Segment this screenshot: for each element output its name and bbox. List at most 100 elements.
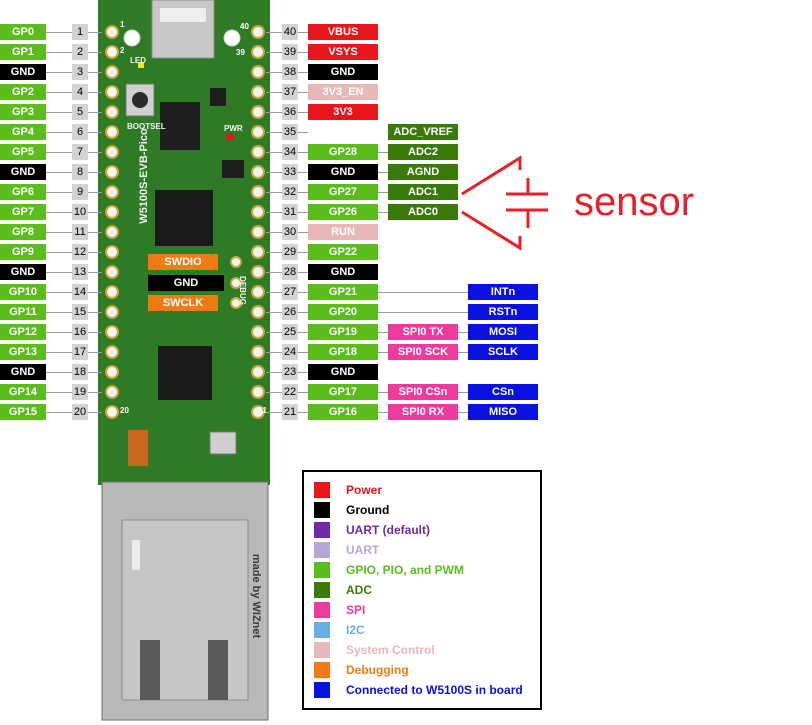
pin-label-left: GND: [0, 164, 46, 180]
pin-number: 17: [72, 344, 88, 360]
pin-leader-line: [298, 332, 308, 333]
pin-leader-line: [458, 292, 468, 293]
pin-label-left: GP4: [0, 124, 46, 140]
pin-number: 23: [282, 364, 298, 380]
pin-leader-line: [266, 172, 282, 173]
pin-leader-line: [46, 332, 72, 333]
pin-leader-line: [88, 272, 102, 273]
pin-number: 3: [72, 64, 88, 80]
pin-label-right: GP20: [308, 304, 378, 320]
pin-number: 12: [72, 244, 88, 260]
pin-label-right: GP19: [308, 324, 378, 340]
pin-leader-line: [46, 172, 72, 173]
pin-label-right: SPI0 RX: [388, 404, 458, 420]
pin-label-left: GND: [0, 64, 46, 80]
legend-swatch: [314, 502, 330, 518]
pin-leader-line: [298, 212, 308, 213]
pin-label-left: GP13: [0, 344, 46, 360]
regulator-icon: [210, 88, 226, 106]
pin-leader-line: [378, 392, 388, 393]
pin-number: 36: [282, 104, 298, 120]
sensor-annotation: sensor: [574, 180, 695, 224]
pin-label-left: GP3: [0, 104, 46, 120]
debug-label: DEBUG: [237, 276, 247, 305]
pin-number: 29: [282, 244, 298, 260]
pin-label-right: ADC0: [388, 204, 458, 220]
legend-swatch: [314, 602, 330, 618]
pin-label-right: GP27: [308, 184, 378, 200]
legend-swatch: [314, 622, 330, 638]
pin-leader-line: [88, 332, 102, 333]
pin-label-right: MISO: [468, 404, 538, 420]
pin-leader-line: [46, 32, 72, 33]
pin-leader-line: [266, 72, 282, 73]
legend-label: I2C: [346, 623, 365, 637]
pin-label-right: INTn: [468, 284, 538, 300]
pin-label-left: GP12: [0, 324, 46, 340]
pin-pad-icon: [251, 385, 265, 399]
pin-label-right: ADC_VREF: [388, 124, 458, 140]
pin-number: 37: [282, 84, 298, 100]
pin-number: 6: [72, 124, 88, 140]
pin-leader-line: [46, 52, 72, 53]
pin-leader-line: [458, 412, 468, 413]
pin-leader-line: [266, 232, 282, 233]
pin-leader-line: [266, 392, 282, 393]
pin-number: 11: [72, 224, 88, 240]
pin-leader-line: [46, 92, 72, 93]
legend-label: Connected to W5100S in board: [346, 683, 523, 697]
led-icon: [138, 62, 144, 68]
pin-number: 13: [72, 264, 88, 280]
pin-label-right: GND: [308, 164, 378, 180]
legend-label: ADC: [346, 583, 372, 597]
maker-label: made by WIZnet: [250, 553, 262, 639]
pin-label-right: GP21: [308, 284, 378, 300]
legend-label: GPIO, PIO, and PWM: [346, 563, 465, 577]
board-name: W5100S-EVB-Pico: [138, 128, 150, 224]
pin-number: 39: [282, 44, 298, 60]
pin-label-left: GP10: [0, 284, 46, 300]
pin-pad-icon: [105, 125, 119, 139]
pin-number: 2: [72, 44, 88, 60]
board-corner-mark: 21: [258, 406, 267, 415]
pin-number: 35: [282, 124, 298, 140]
pin-pad-icon: [105, 145, 119, 159]
pin-number: 22: [282, 384, 298, 400]
legend-label: System Control: [346, 643, 435, 657]
pin-leader-line: [458, 332, 468, 333]
pin-number: 4: [72, 84, 88, 100]
pin-pad-icon: [105, 365, 119, 379]
pin-leader-line: [88, 412, 102, 413]
legend-swatch: [314, 662, 330, 678]
pin-pad-icon: [251, 345, 265, 359]
pin-number: 21: [282, 404, 298, 420]
pin-label-right: RUN: [308, 224, 378, 240]
pin-leader-line: [88, 372, 102, 373]
pin-pad-icon: [105, 105, 119, 119]
capacitor-icon: [128, 430, 148, 466]
pin-leader-line: [46, 72, 72, 73]
pin-leader-line: [378, 412, 388, 413]
pin-leader-line: [46, 292, 72, 293]
pin-number: 1: [72, 24, 88, 40]
pin-leader-line: [88, 52, 102, 53]
debug-pad-icon: [230, 297, 242, 309]
pin-pad-icon: [105, 285, 119, 299]
pin-leader-line: [378, 352, 388, 353]
pin-label-right: SPI0 CSn: [388, 384, 458, 400]
pin-pad-icon: [105, 245, 119, 259]
pin-label-right: GP16: [308, 404, 378, 420]
pin-leader-line: [378, 332, 388, 333]
pin-label-right: GND: [308, 364, 378, 380]
pin-number: 18: [72, 364, 88, 380]
pin-pad-icon: [105, 205, 119, 219]
pin-leader-line: [46, 132, 72, 133]
pin-label-left: GP7: [0, 204, 46, 220]
pin-label-right: GP22: [308, 244, 378, 260]
pin-label-right: 3V3_EN: [308, 84, 378, 100]
pin-leader-line: [88, 72, 102, 73]
flash-chip-icon: [160, 102, 200, 150]
pin-leader-line: [46, 412, 72, 413]
pin-pad-icon: [105, 45, 119, 59]
